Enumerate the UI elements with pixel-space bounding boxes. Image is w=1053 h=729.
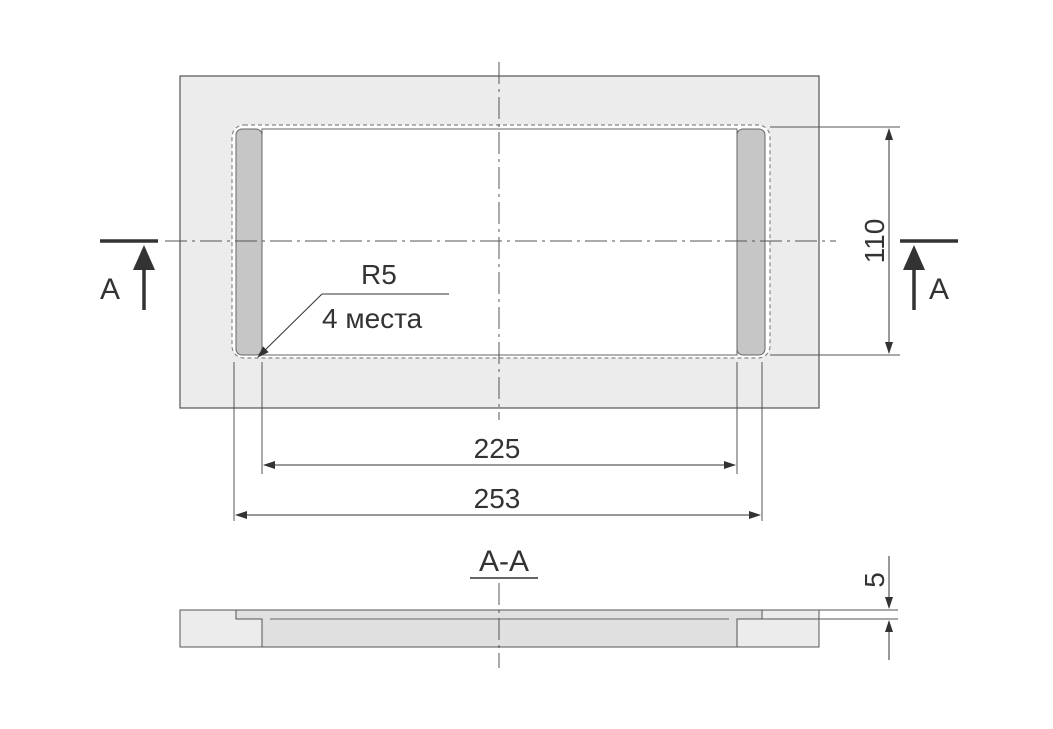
arrow-up-icon	[133, 245, 155, 270]
top-view	[165, 62, 836, 420]
depth-dimension-value: 5	[859, 572, 890, 588]
recess-left-ledge	[235, 128, 263, 356]
section-letter-left: A	[100, 273, 120, 306]
section-letter-right: A	[929, 273, 949, 306]
radius-note: R5	[361, 259, 397, 290]
recess-right-ledge	[736, 128, 766, 356]
radius-callout: R5 4 места	[257, 259, 449, 358]
section-marker-right: A	[900, 239, 958, 310]
height-dimension-value: 110	[859, 219, 890, 264]
inner-width-value: 225	[474, 433, 521, 464]
depth-dimension: 5	[762, 556, 898, 660]
radius-count: 4 места	[322, 303, 423, 334]
height-dimension: 110	[770, 126, 900, 356]
arrow-up-icon	[903, 245, 925, 270]
section-view: A-A	[179, 545, 820, 668]
width-dimensions: 225 253	[233, 362, 763, 521]
section-title: A-A	[479, 545, 529, 578]
outer-width-value: 253	[474, 483, 521, 514]
section-marker-left: A	[100, 239, 158, 310]
